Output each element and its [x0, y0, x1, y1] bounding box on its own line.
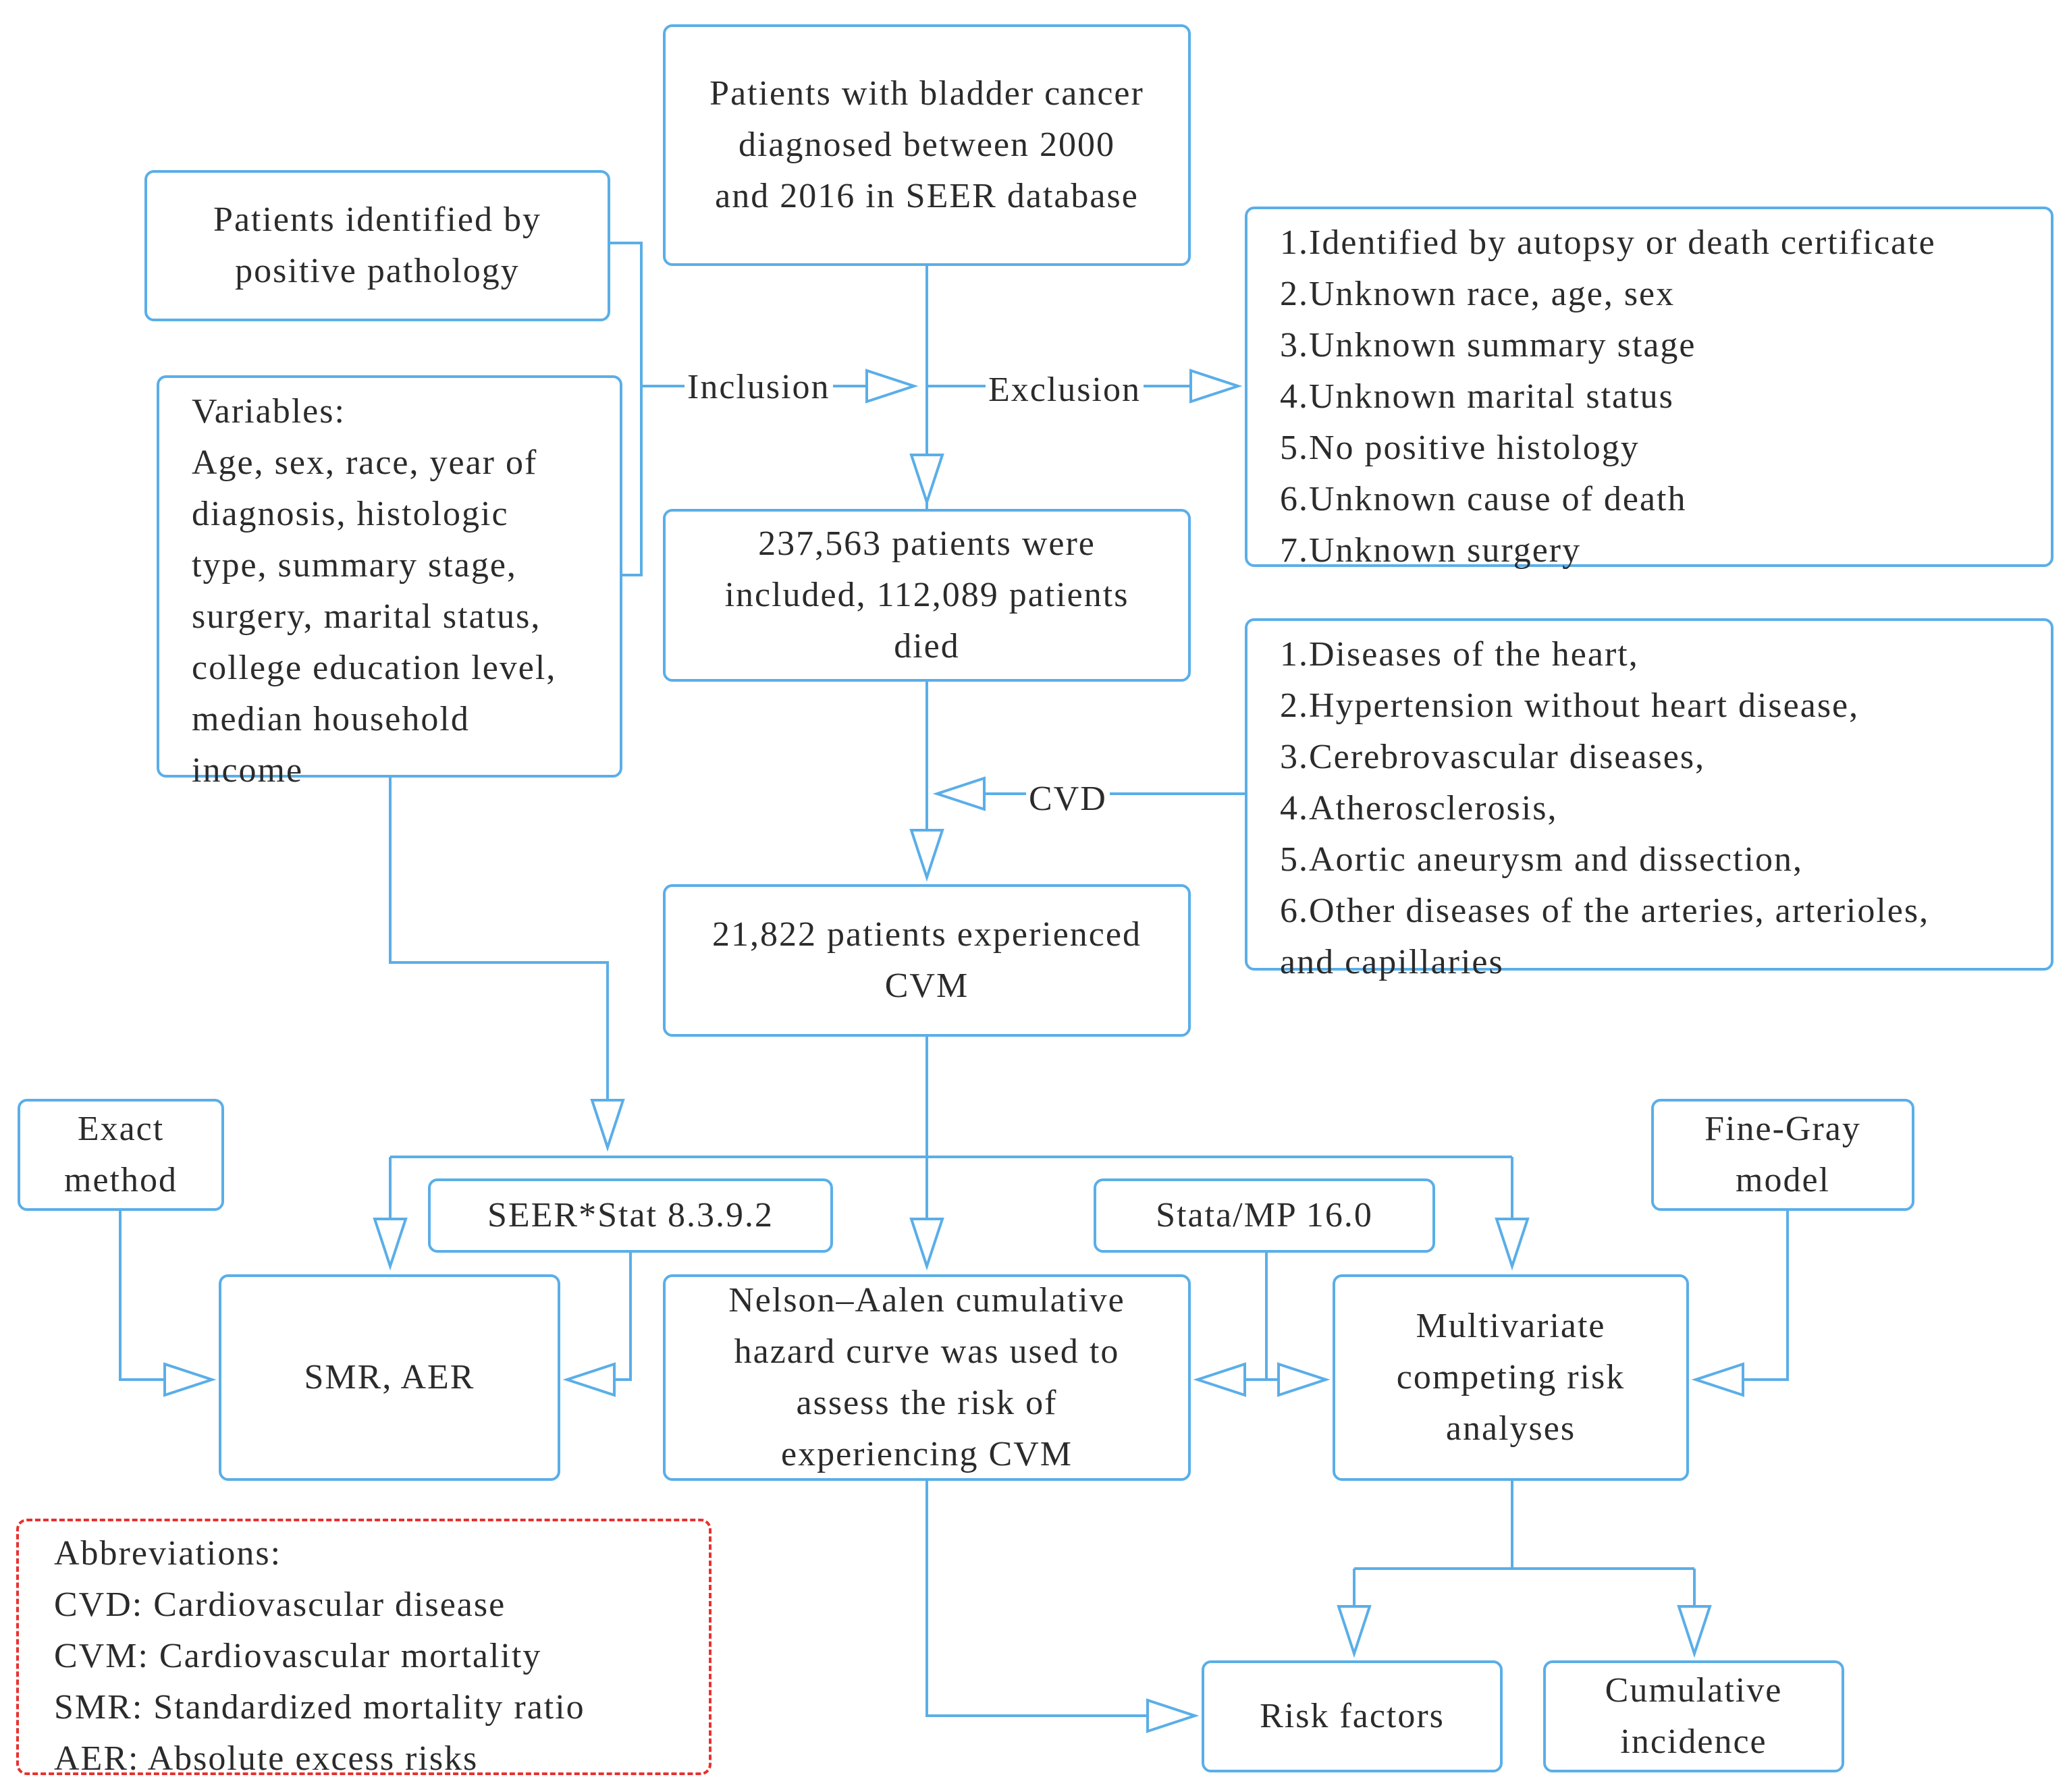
- node-cumulative-incidence: Cumulative incidence: [1543, 1660, 1844, 1772]
- node-variables: Variables: Age, sex, race, year of diagnos…: [157, 375, 622, 790]
- edge-seer-to-smr: [567, 1253, 632, 1381]
- node-text-line: 2.Hypertension without heart disease,: [1280, 686, 1860, 725]
- node-text-line: assess the risk of: [796, 1384, 1058, 1422]
- node-text-line: Stata/MP 16.0: [1156, 1196, 1373, 1234]
- node-text-line: Risk factors: [1260, 1697, 1445, 1735]
- node-text-line: 3.Cerebrovascular diseases,: [1280, 738, 1706, 776]
- node-text-line: Patients identified by: [213, 200, 541, 239]
- node-source: Patients with bladder cancer diagnosed be…: [663, 24, 1191, 266]
- node-text-line: Age, sex, race, year of: [192, 443, 538, 482]
- abbreviation-item: CVD: Cardiovascular disease: [54, 1585, 506, 1624]
- arrowhead-included: [909, 454, 944, 507]
- node-text-line: 6.Other diseases of the arteries, arteri…: [1280, 892, 1930, 930]
- node-included: 237,563 patients were included, 112,089 p…: [663, 509, 1191, 682]
- arrowhead-smr: [373, 1218, 408, 1271]
- node-exact-method: Exact method: [18, 1099, 224, 1211]
- node-text-line: model: [1736, 1161, 1830, 1199]
- node-stata: Stata/MP 16.0: [1094, 1178, 1435, 1253]
- arrowhead-finegray: [1691, 1362, 1744, 1397]
- node-text-line: income: [192, 751, 304, 790]
- arrowhead-exclusion: [1189, 369, 1243, 404]
- node-fine-gray: Fine-Gray model: [1651, 1099, 1914, 1211]
- node-text-line: and 2016 in SEER database: [715, 177, 1139, 215]
- edge-label-inclusion: Inclusion: [684, 367, 833, 408]
- node-text-line: 21,822 patients experienced: [712, 915, 1142, 954]
- node-text-line: included, 112,089 patients: [724, 576, 1129, 614]
- node-text-line: 1.Diseases of the heart,: [1280, 635, 1639, 674]
- node-text-line: hazard curve was used to: [734, 1332, 1120, 1371]
- arrowhead-cvm: [909, 829, 944, 882]
- arrowhead-exact: [163, 1362, 217, 1397]
- node-text-line: Exact: [77, 1110, 165, 1148]
- edge-label-exclusion: Exclusion: [986, 370, 1144, 410]
- abbreviation-item: CVM: Cardiovascular mortality: [54, 1637, 542, 1675]
- node-smr-aer: SMR, AER: [219, 1274, 560, 1481]
- node-text-line: diagnosis, histologic: [192, 495, 509, 533]
- node-text-line: method: [64, 1161, 178, 1199]
- node-text-line: Cumulative: [1605, 1671, 1783, 1710]
- node-text-line: SMR, AER: [304, 1358, 475, 1396]
- node-text-line: 6.Unknown cause of death: [1280, 480, 1687, 518]
- node-text-line: 2.Unknown race, age, sex: [1280, 275, 1675, 313]
- arrowhead-cumulative: [1677, 1605, 1712, 1658]
- node-text-line: competing risk: [1396, 1358, 1626, 1396]
- node-text-line: 5.Aortic aneurysm and dissection,: [1280, 840, 1804, 879]
- node-text-line: 237,563 patients were: [758, 524, 1096, 563]
- node-text-line: analyses: [1445, 1409, 1576, 1448]
- node-risk-factors: Risk factors: [1202, 1660, 1503, 1772]
- node-text-line: 4.Unknown marital status: [1280, 377, 1674, 416]
- node-text-line: surgery, marital status,: [192, 597, 541, 636]
- arrowhead-nelson: [909, 1218, 944, 1271]
- abbreviation-item: AER: Absolute excess risks: [54, 1739, 479, 1778]
- node-text-line: Patients with bladder cancer: [709, 74, 1144, 113]
- node-nelson-aalen: Nelson–Aalen cumulative hazard curve was …: [663, 1274, 1191, 1481]
- edge-nelson-to-risk: [925, 1481, 1195, 1717]
- node-text-line: Fine-Gray: [1704, 1110, 1861, 1148]
- node-text-line: and capillaries: [1280, 943, 1504, 981]
- node-competing-risk: Multivariate competing risk analyses: [1333, 1274, 1689, 1481]
- edge-label-cvd: CVD: [1026, 779, 1110, 819]
- arrowhead-inclusion: [865, 369, 919, 404]
- arrowhead-stata-nelson: [1193, 1362, 1246, 1397]
- edge-finegray-to-competing: [1696, 1211, 1789, 1381]
- node-text-line: CVM: [884, 967, 969, 1005]
- node-text-line: college education level,: [192, 649, 557, 687]
- node-text-line: incidence: [1620, 1722, 1767, 1761]
- node-text-line: positive pathology: [235, 252, 520, 290]
- node-cvd-list: 1.Diseases of the heart, 2.Hypertension w…: [1245, 618, 2053, 981]
- node-text-line: diagnosed between 2000: [738, 126, 1116, 164]
- abbreviations-title: Abbreviations:: [54, 1534, 282, 1573]
- node-text-line: type, summary stage,: [192, 546, 517, 585]
- node-text-line: 5.No positive histology: [1280, 429, 1640, 467]
- node-text-line: median household: [192, 700, 470, 738]
- arrowhead-stata-competing: [1277, 1362, 1331, 1397]
- node-text-line: 1.Identified by autopsy or death certifi…: [1280, 223, 1936, 262]
- node-text-line: Multivariate: [1416, 1307, 1606, 1345]
- arrowhead-cvd: [932, 776, 986, 811]
- abbreviations-legend: Abbreviations: CVD: Cardiovascular disea…: [16, 1519, 712, 1778]
- arrowhead-variables: [590, 1099, 625, 1152]
- node-text-line: 3.Unknown summary stage: [1280, 326, 1696, 364]
- arrowhead-nelson-risk: [1146, 1698, 1200, 1733]
- node-text-line: experiencing CVM: [780, 1435, 1073, 1473]
- arrowhead-risk-factors: [1337, 1605, 1372, 1658]
- node-text-line: 4.Atherosclerosis,: [1280, 789, 1558, 827]
- node-pathology: Patients identified by positive pathology: [144, 170, 610, 321]
- arrowhead-competing: [1495, 1218, 1530, 1271]
- edge-inclusion-bracket: [610, 242, 643, 576]
- edge-variables-to-analyses: [389, 778, 609, 1147]
- arrowhead-seer: [562, 1362, 616, 1397]
- node-text-line: 7.Unknown surgery: [1280, 531, 1582, 570]
- abbreviation-item: SMR: Standardized mortality ratio: [54, 1688, 585, 1727]
- node-text-line: Nelson–Aalen cumulative: [728, 1281, 1125, 1320]
- node-text-line: SEER*Stat 8.3.9.2: [487, 1196, 774, 1234]
- node-seer-stat: SEER*Stat 8.3.9.2: [428, 1178, 833, 1253]
- node-text-line: died: [894, 627, 960, 666]
- edge-exact-to-smr: [119, 1211, 212, 1381]
- node-text-line: Variables:: [192, 392, 346, 431]
- node-exclusion-criteria: 1.Identified by autopsy or death certifi…: [1245, 207, 2053, 570]
